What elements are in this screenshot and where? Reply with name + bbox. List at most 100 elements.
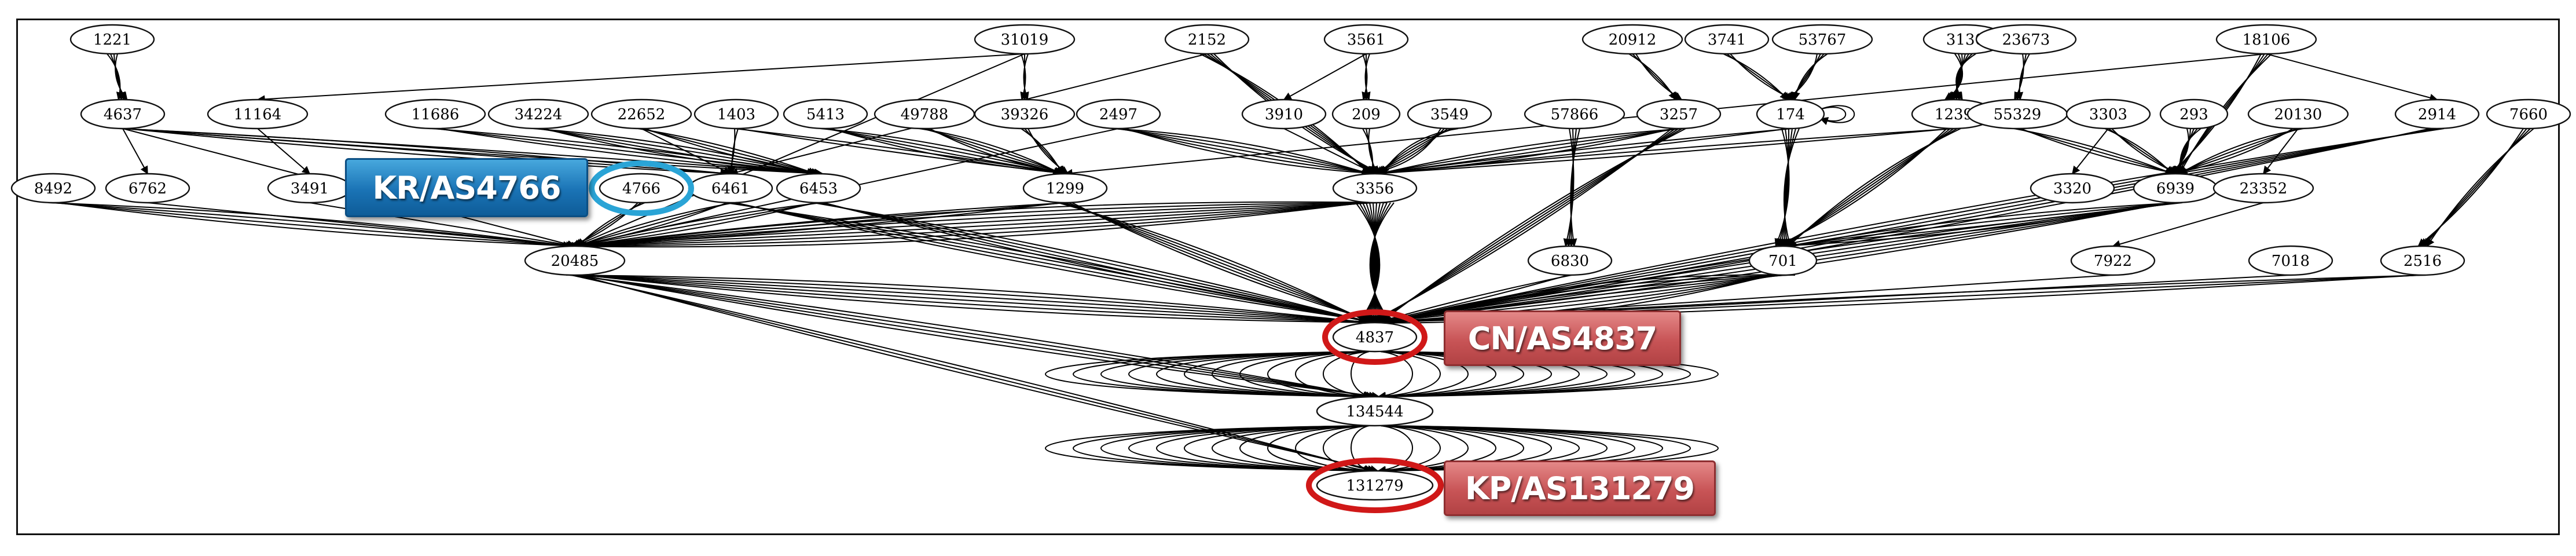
edge-20130-6939 bbox=[2179, 128, 2304, 174]
node-5413[interactable]: 5413 bbox=[783, 98, 868, 130]
node-3303[interactable]: 3303 bbox=[2065, 98, 2151, 130]
edge-20485-4837 bbox=[566, 275, 1368, 326]
node-20130[interactable]: 20130 bbox=[2247, 98, 2349, 130]
node-4766[interactable]: 4766 bbox=[599, 173, 684, 204]
node-53767-ellipse bbox=[1771, 24, 1873, 55]
node-4637[interactable]: 4637 bbox=[80, 98, 166, 130]
node-131279-ellipse bbox=[1316, 470, 1434, 501]
node-55329[interactable]: 55329 bbox=[1966, 98, 2068, 130]
edge-4837-134544 bbox=[1377, 351, 1496, 401]
node-7018-ellipse bbox=[2248, 245, 2333, 276]
node-22652[interactable]: 22652 bbox=[590, 98, 692, 130]
node-7922[interactable]: 7922 bbox=[2070, 245, 2156, 276]
edge-3356-20485 bbox=[584, 201, 1388, 250]
node-39326-label: 39326 bbox=[1001, 106, 1049, 123]
edge-49788-1299 bbox=[922, 128, 1065, 175]
edge-20485-4837 bbox=[573, 275, 1374, 327]
node-701[interactable]: 701 bbox=[1748, 245, 1818, 276]
node-174[interactable]: 174 bbox=[1756, 98, 1825, 130]
node-1299[interactable]: 1299 bbox=[1022, 173, 1108, 204]
node-2914-label: 2914 bbox=[2418, 106, 2456, 123]
node-3910[interactable]: 3910 bbox=[1241, 98, 1327, 130]
node-131279-label: 131279 bbox=[1346, 477, 1403, 495]
node-7660[interactable]: 7660 bbox=[2486, 98, 2571, 130]
node-3910-label: 3910 bbox=[1265, 106, 1303, 123]
node-1221[interactable]: 1221 bbox=[69, 24, 155, 55]
node-3741[interactable]: 3741 bbox=[1684, 24, 1770, 55]
node-6461[interactable]: 6461 bbox=[688, 173, 773, 204]
node-2497[interactable]: 2497 bbox=[1076, 98, 1161, 130]
node-39326[interactable]: 39326 bbox=[974, 98, 1076, 130]
node-20912[interactable]: 20912 bbox=[1581, 24, 1683, 55]
node-6762[interactable]: 6762 bbox=[105, 173, 190, 204]
node-3356[interactable]: 3356 bbox=[1332, 173, 1418, 204]
node-6453[interactable]: 6453 bbox=[776, 173, 861, 204]
edge-174-174 bbox=[1819, 105, 1855, 125]
edge-39326-1299 bbox=[1028, 128, 1069, 174]
edge-174-174 bbox=[1819, 107, 1847, 125]
node-2516-label: 2516 bbox=[2403, 253, 2442, 270]
node-293[interactable]: 293 bbox=[2159, 98, 2229, 130]
edge-7660-2516 bbox=[2417, 128, 2524, 247]
node-7018[interactable]: 7018 bbox=[2248, 245, 2333, 276]
node-3257[interactable]: 3257 bbox=[1636, 98, 1722, 130]
node-53767[interactable]: 53767 bbox=[1771, 24, 1873, 55]
edge-11686-6453 bbox=[438, 128, 823, 178]
edge-134544-131279 bbox=[1156, 425, 1373, 475]
edge-20912-3257 bbox=[1635, 53, 1683, 100]
node-18106[interactable]: 18106 bbox=[2215, 24, 2317, 55]
node-11164[interactable]: 11164 bbox=[207, 98, 309, 130]
edge-31019-20485 bbox=[574, 53, 1025, 247]
node-3549-label: 3549 bbox=[1430, 106, 1469, 123]
node-7922-ellipse bbox=[2070, 245, 2156, 276]
node-3491[interactable]: 3491 bbox=[267, 173, 353, 204]
node-2914[interactable]: 2914 bbox=[2394, 98, 2480, 130]
edge-22652-6461 bbox=[641, 128, 732, 174]
node-49788[interactable]: 49788 bbox=[874, 98, 975, 130]
edge-20485-134544 bbox=[569, 275, 1371, 400]
node-23673[interactable]: 23673 bbox=[1975, 24, 2077, 55]
node-34224[interactable]: 34224 bbox=[487, 98, 589, 130]
edge-55329-6939 bbox=[2020, 128, 2179, 177]
node-3320[interactable]: 3320 bbox=[2030, 173, 2115, 204]
node-134544[interactable]: 134544 bbox=[1316, 396, 1434, 427]
edge-3356-4837 bbox=[1373, 202, 1382, 324]
edge-3741-174 bbox=[1730, 53, 1795, 101]
node-8492[interactable]: 8492 bbox=[10, 173, 96, 204]
node-11686[interactable]: 11686 bbox=[384, 98, 486, 130]
edge-3356-4837 bbox=[1359, 202, 1379, 324]
node-3561[interactable]: 3561 bbox=[1323, 24, 1409, 55]
node-23352[interactable]: 23352 bbox=[2212, 173, 2314, 204]
edge-3257-4837 bbox=[1379, 128, 1686, 323]
node-31019-label: 31019 bbox=[1001, 31, 1049, 49]
badge-kr-as4766: KR/AS4766 bbox=[345, 158, 588, 217]
node-31019[interactable]: 31019 bbox=[974, 24, 1076, 55]
node-3549[interactable]: 3549 bbox=[1407, 98, 1492, 130]
edge-701-4837 bbox=[1384, 274, 1796, 325]
node-2152[interactable]: 2152 bbox=[1164, 24, 1250, 55]
node-4837[interactable]: 4837 bbox=[1332, 321, 1418, 353]
node-20485[interactable]: 20485 bbox=[524, 245, 626, 276]
node-6939-label: 6939 bbox=[2156, 180, 2195, 197]
node-209[interactable]: 209 bbox=[1331, 98, 1401, 130]
edge-134544-131279 bbox=[1100, 425, 1373, 475]
edge-4837-134544 bbox=[1073, 351, 1373, 401]
edge-4637-6762 bbox=[122, 128, 148, 175]
node-6830[interactable]: 6830 bbox=[1527, 245, 1613, 276]
node-7660-ellipse bbox=[2486, 98, 2571, 130]
node-18106-label: 18106 bbox=[2243, 31, 2291, 49]
badge-kp-as131279: KP/AS131279 bbox=[1444, 460, 1716, 516]
node-57866[interactable]: 57866 bbox=[1524, 98, 1625, 130]
edge-3356-20485 bbox=[570, 202, 1370, 250]
node-3320-ellipse bbox=[2030, 173, 2115, 204]
badge-cn-as4837: CN/AS4837 bbox=[1444, 310, 1681, 366]
node-49788-label: 49788 bbox=[901, 106, 949, 123]
node-2516[interactable]: 2516 bbox=[2380, 245, 2465, 276]
node-131279[interactable]: 131279 bbox=[1316, 470, 1434, 501]
node-3303-ellipse bbox=[2065, 98, 2151, 130]
edge-20485-131279 bbox=[574, 275, 1376, 473]
node-5413-ellipse bbox=[783, 98, 868, 130]
edge-31019-11164 bbox=[256, 53, 1025, 104]
node-6939[interactable]: 6939 bbox=[2133, 173, 2218, 204]
node-1403[interactable]: 1403 bbox=[693, 98, 779, 130]
